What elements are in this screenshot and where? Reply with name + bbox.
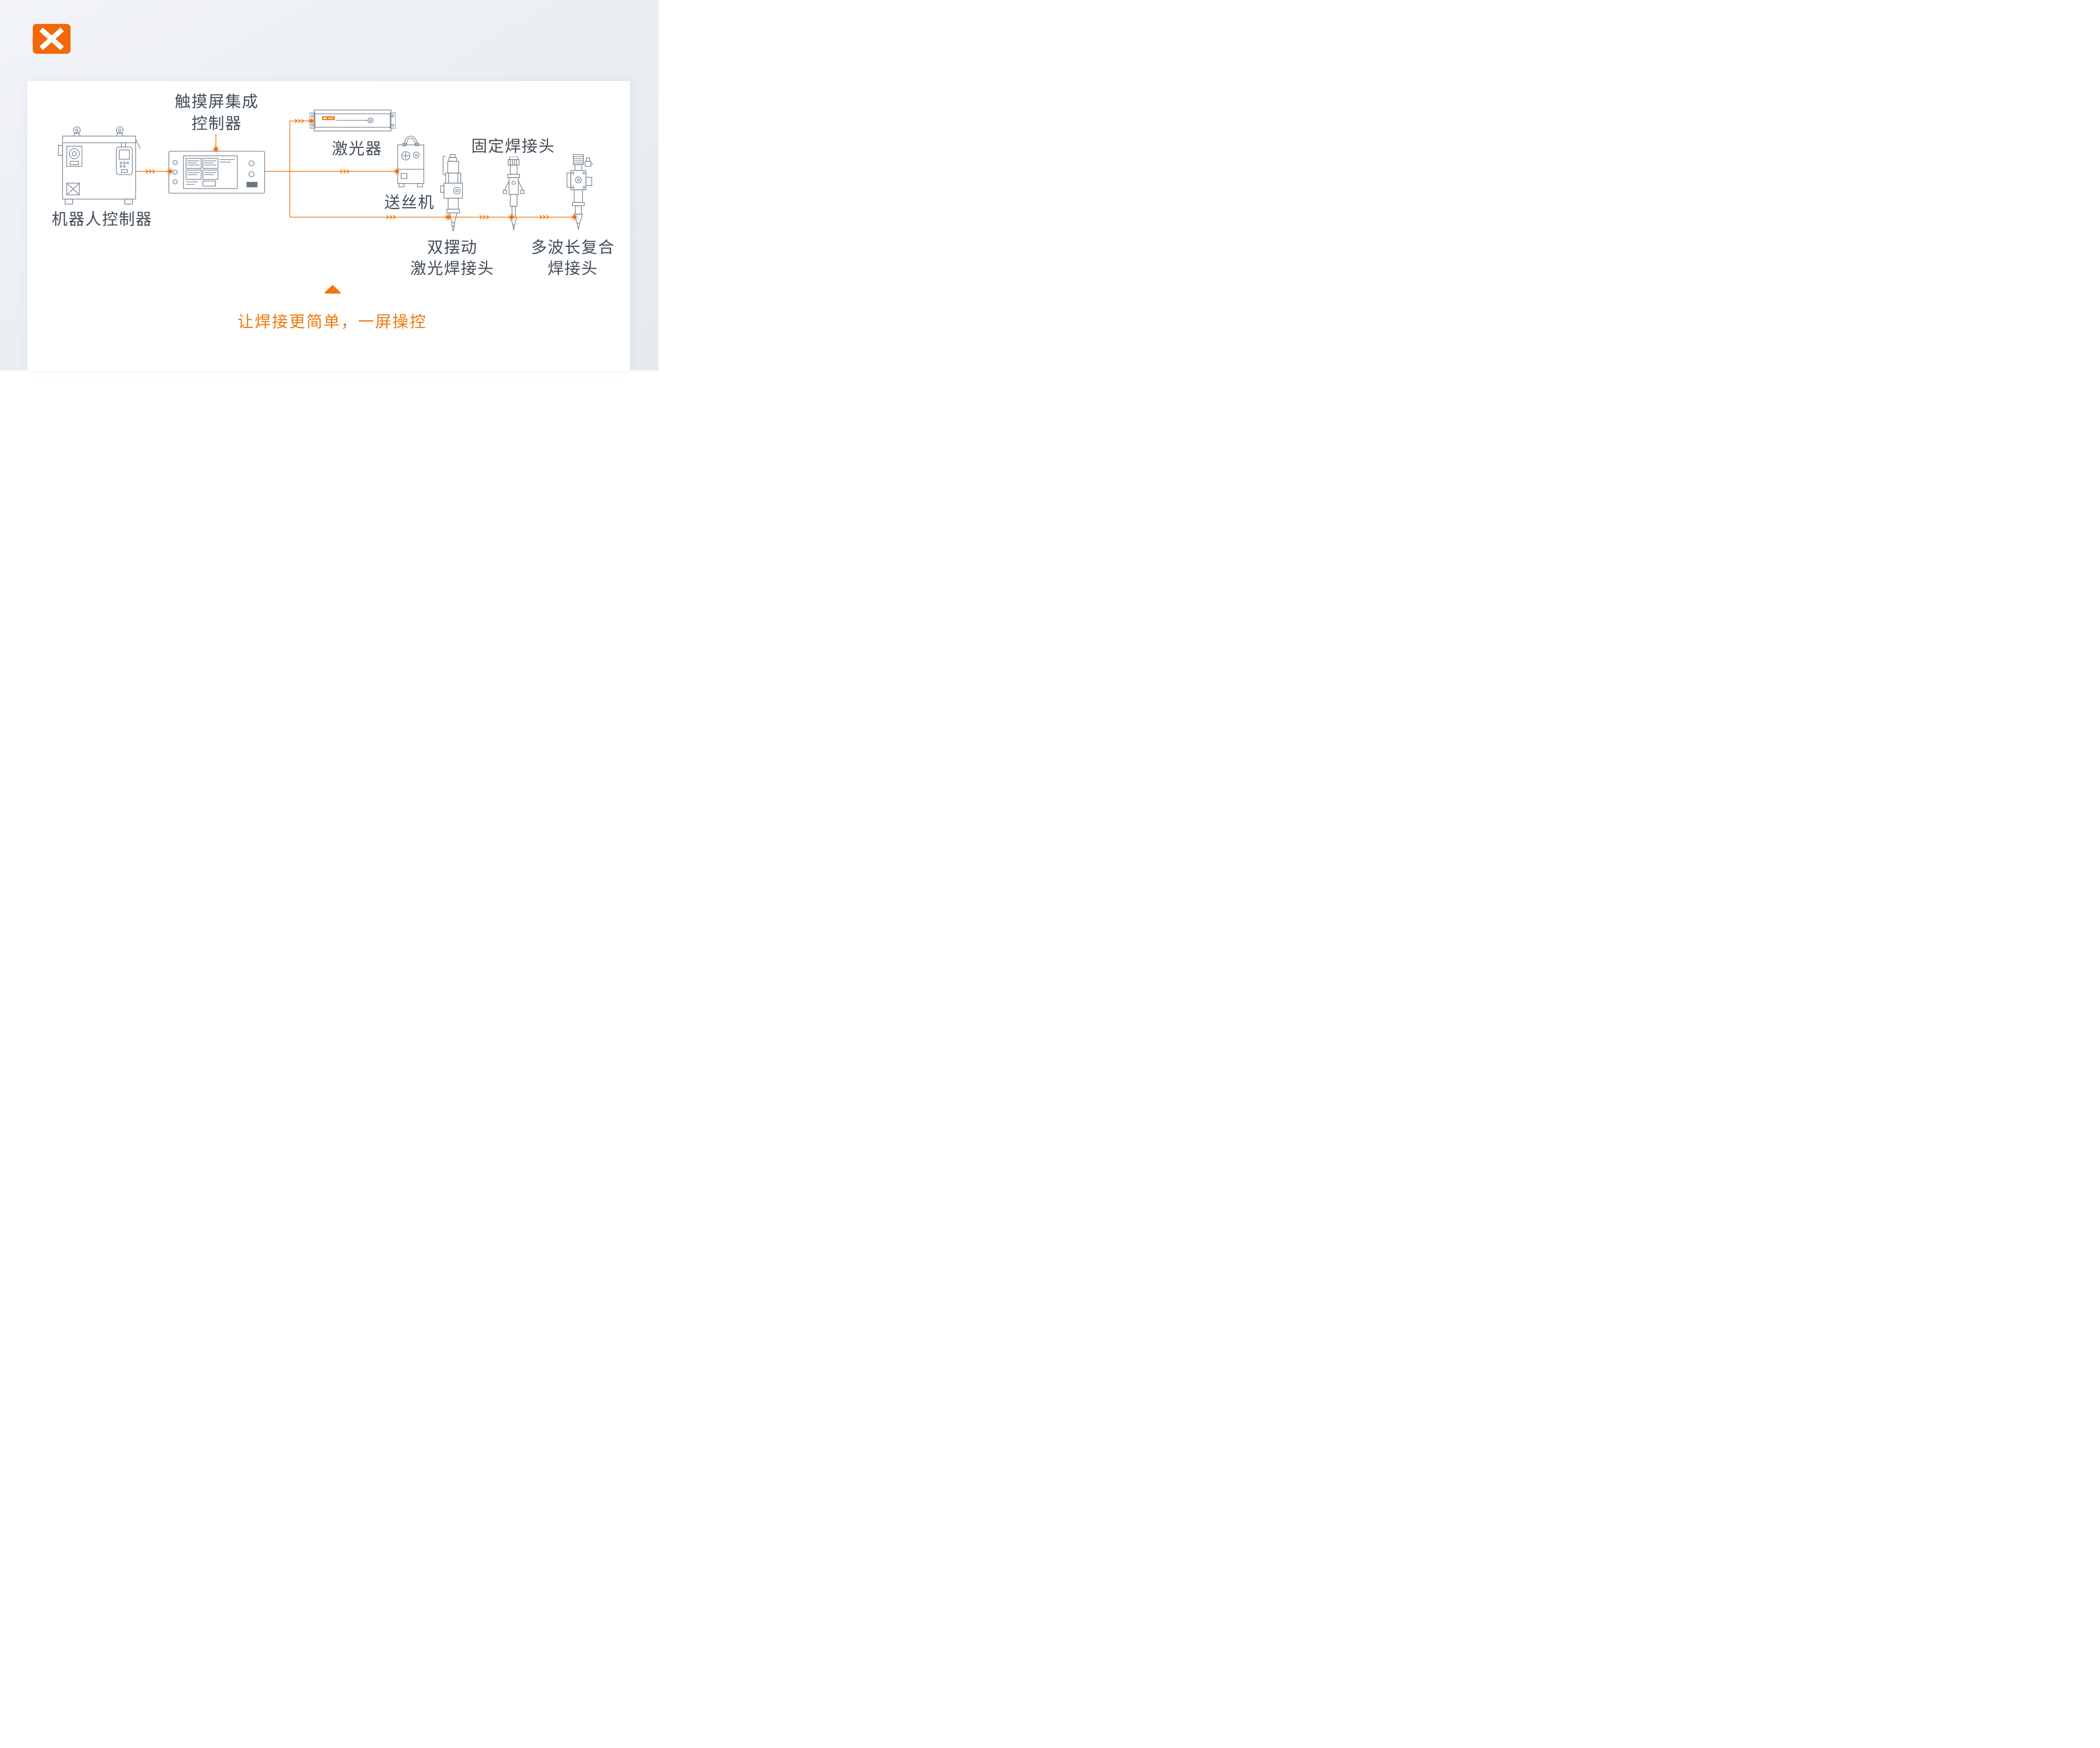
touchscreen-controller-label: 触摸屏集成 控制器 (174, 93, 259, 133)
multi-wavelength-head-label: 多波长复合 焊接头 (530, 239, 615, 278)
robot-controller-illustration (58, 124, 141, 211)
diagram-panel: 机器人控制器 (27, 81, 630, 370)
brand-logo (33, 24, 71, 54)
touchscreen-controller-illustration (168, 151, 265, 196)
tagline: 让焊接更简单，一屏操控 (237, 313, 427, 331)
double-oscillating-head-illustration (440, 154, 465, 238)
fixed-weld-head-label: 固定焊接头 (471, 138, 555, 155)
fixed-weld-head-illustration (503, 156, 525, 236)
multi-wavelength-head-illustration (561, 154, 595, 236)
double-oscillating-head-label: 双摆动 激光焊接头 (410, 239, 494, 278)
page: 机器人控制器 (0, 0, 659, 370)
robot-controller-label: 机器人控制器 (51, 211, 152, 228)
wire-feeder-label: 送丝机 (384, 194, 435, 212)
logo-chevron-icon (39, 27, 64, 50)
laser-label: 激光器 (331, 140, 382, 158)
wire-feeder-illustration (396, 132, 425, 190)
up-triangle-icon (325, 285, 341, 294)
laser-illustration (309, 110, 396, 134)
